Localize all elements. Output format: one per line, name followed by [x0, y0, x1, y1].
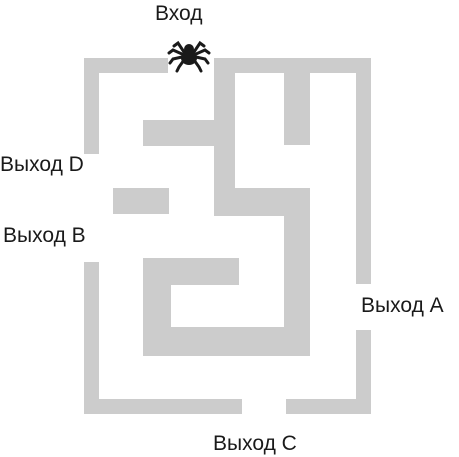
- maze-walls: [84, 58, 371, 414]
- inner-wall-stem: [214, 58, 235, 216]
- entrance-label: Вход: [155, 2, 203, 25]
- left-wall-upper: [84, 58, 99, 154]
- inner-wall-spiral-top: [143, 258, 239, 285]
- exit-b-label: Выход B: [3, 224, 86, 247]
- exit-c-label: Выход C: [213, 432, 297, 455]
- right-wall-lower: [356, 330, 371, 414]
- inner-wall-left-stub: [113, 188, 169, 214]
- bottom-wall-right: [286, 399, 371, 414]
- bottom-wall-left: [84, 399, 242, 414]
- inner-wall-right-stub: [284, 58, 310, 145]
- spider-icon: [167, 40, 211, 73]
- right-wall-upper: [356, 58, 371, 284]
- left-wall-lower: [84, 262, 99, 414]
- exit-d-label: Выход D: [0, 153, 84, 176]
- exit-a-label: Выход A: [361, 294, 444, 317]
- top-wall-left: [84, 58, 168, 73]
